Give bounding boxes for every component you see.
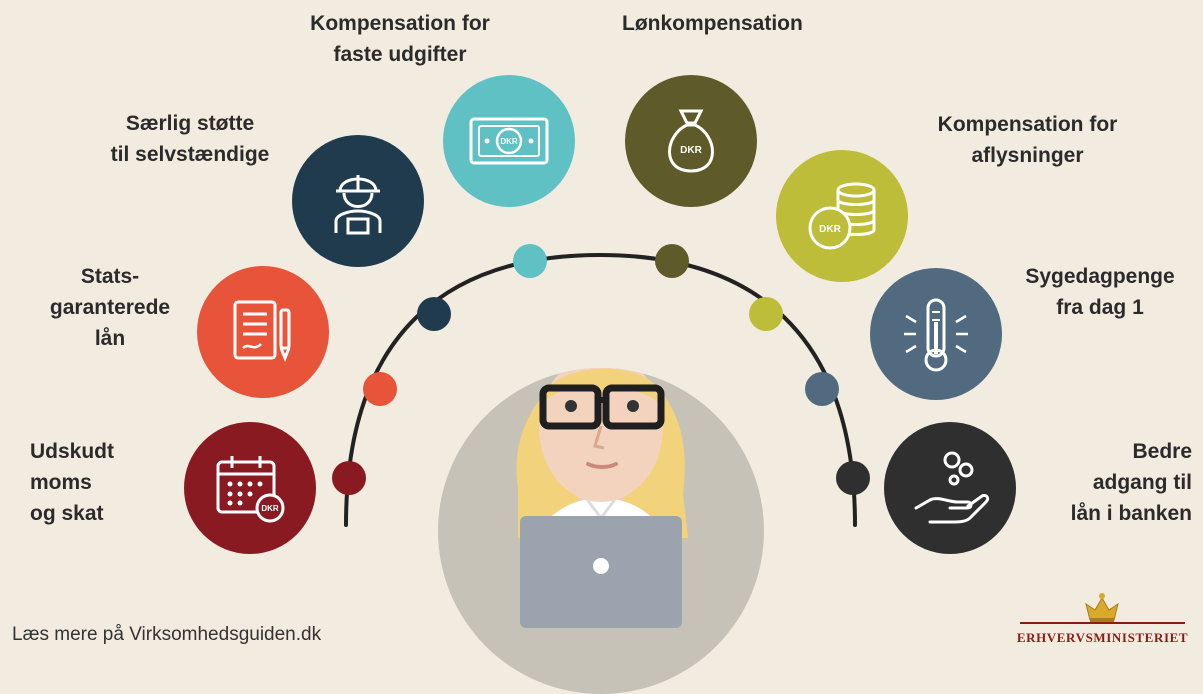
money-bag-icon: DKR [668,109,714,173]
banknote-dkr-icon: DKR [469,117,549,165]
arc-dot-faste [513,244,547,278]
icon-circle-aflysninger: DKR [776,150,908,282]
label-loen: Lønkompensation [622,12,803,35]
connector-arc [332,244,870,527]
label-sygedag: Sygedagpenge fra dag 1 [1025,265,1175,319]
icon-circle-selvstaendige [292,135,424,267]
calendar-dkr-icon: DKR [216,456,285,523]
icon-circle-sygedag [870,268,1002,400]
svg-text:DKR: DKR [819,224,841,235]
crown-icon [1020,593,1185,624]
icon-circle-udskudt: DKR [184,422,316,554]
infographic: DKR DKR [12,12,1195,694]
label-aflysninger: Kompensation for aflysninger [937,113,1118,167]
arc-dot-aflysninger [749,297,783,331]
arc-dot-bank [836,461,870,495]
ministry-name: ERHVERVSMINISTERIET [1016,630,1189,645]
arc-dot-laan [363,372,397,406]
icon-circle-bank [884,422,1016,554]
svg-text:DKR: DKR [500,137,518,146]
svg-text:DKR: DKR [261,504,279,513]
label-laan: Stats- garanterede lån [49,265,171,350]
coin-stack-icon: DKR [808,182,876,250]
label-faste: Kompensation for faste udgifter [310,12,490,66]
label-bank: Bedre adgang til lån i banken [1070,440,1192,525]
svg-text:DKR: DKR [680,145,702,156]
hand-coins-icon [914,451,990,524]
arc-dot-loen [655,244,689,278]
ministry-logo: ERHVERVSMINISTERIET [1010,590,1195,650]
thermometer-icon [904,298,968,372]
document-pen-icon [233,300,291,363]
footer-link-virksomhedsguiden[interactable]: Læs mere på Virksomhedsguiden.dk [12,624,322,645]
label-selvstaendige: Særlig støtte til selvstændige [110,112,270,166]
worker-icon [334,175,382,235]
icon-circle-faste: DKR [443,75,575,207]
person-illustration [438,368,764,694]
arc-dot-udskudt [332,461,366,495]
arc-dot-selvstaendige [417,297,451,331]
icon-circle-laan [197,266,329,398]
arc-dot-sygedag [805,372,839,406]
icon-circle-loen: DKR [625,75,757,207]
label-udskudt: Udskudt moms og skat [30,440,114,525]
